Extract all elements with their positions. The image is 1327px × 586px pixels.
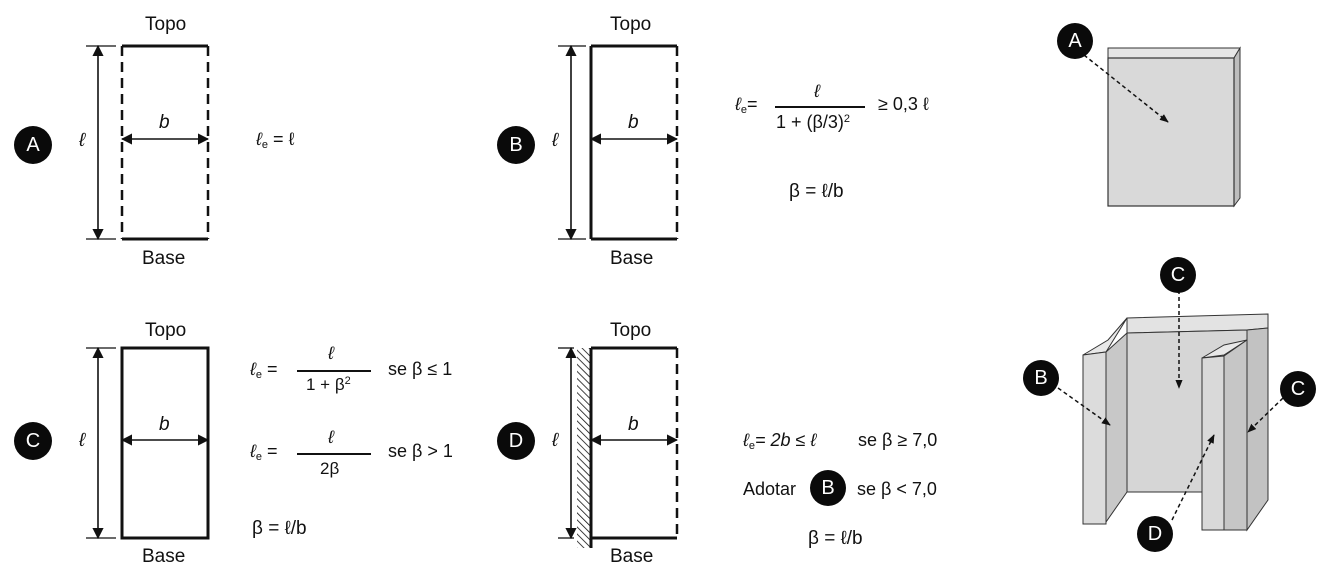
panel-d-formula1-condition: se β ≥ 7,0 [858,430,938,450]
panel-c-formula2-denominator: 2β [320,459,340,478]
panel-b-base-label: Base [610,248,654,269]
panel-a-length-label: ℓ [79,130,86,151]
panel-a-base-label: Base [142,248,186,269]
panel-a-top-label: Topo [145,14,187,35]
panel-c-formula2-lhs: ℓe = [250,441,278,463]
panel-c-formula2-condition: se β > 1 [388,441,453,461]
u-shape-3d-view [1057,290,1284,532]
panel-c-formula1-condition: se β ≤ 1 [388,359,453,379]
panel-b-length-label: ℓ [552,130,559,151]
panel-b-denominator: 1 + (β/3)2 [776,112,851,132]
panel-c-base-label: Base [142,546,186,567]
panel-d-badge: D [497,422,535,460]
panel-c-formula1-lhs: ℓe = [250,359,278,381]
panel-c-top-label: Topo [145,320,187,341]
u-shape-badge-c-right: C [1280,371,1316,407]
panel-d-beta-def: β = ℓ/b [808,528,863,549]
panel-c-width-label: b [159,414,170,435]
panel-d-length-label: ℓ [552,430,559,451]
panel-d-wall [558,346,679,548]
wall-3d-view [1083,46,1241,208]
wall-3d-badge-a: A [1057,23,1093,59]
panel-a-badge: A [14,126,52,164]
panel-c-formula1-numerator: ℓ [328,343,334,363]
panel-d-base-label: Base [610,546,654,567]
panel-b-condition: ≥ 0,3 ℓ [878,94,929,114]
panel-b-width-label: b [628,112,639,133]
panel-c-formula1-bar [297,370,371,372]
panel-c-formula2-bar [297,453,371,455]
panel-d-width-label: b [628,414,639,435]
panel-b-top-label: Topo [610,14,652,35]
panel-d-top-label: Topo [610,320,652,341]
panel-b-numerator: ℓ [814,81,820,101]
panel-c-beta-def: β = ℓ/b [252,518,307,539]
panel-a-wall [86,44,210,241]
u-shape-badge-c-top: C [1160,257,1196,293]
panel-b-badge: B [497,126,535,164]
panel-b-beta-def: β = ℓ/b [789,181,844,202]
panel-c-formula1-denominator: 1 + β2 [306,375,351,394]
panel-b-wall [558,44,679,241]
panel-c-wall [86,346,210,540]
u-shape-badge-b: B [1023,360,1059,396]
panel-c-badge: C [14,422,52,460]
u-shape-badge-d: D [1137,516,1173,552]
panel-c-formula2-numerator: ℓ [328,427,334,447]
panel-d-adopt-badge: B [810,470,846,506]
panel-d-adopt-label: Adotar [743,479,797,499]
panel-b-formula-lhs: ℓe= [735,94,758,116]
panel-b-fraction-bar [775,106,865,108]
panel-a-formula: ℓe = ℓ [256,129,295,151]
panel-d-adopt-condition: se β < 7,0 [857,479,937,499]
panel-d-formula1: ℓe= 2b ≤ ℓ [743,430,817,452]
panel-c-length-label: ℓ [79,430,86,451]
panel-a-width-label: b [159,112,170,133]
